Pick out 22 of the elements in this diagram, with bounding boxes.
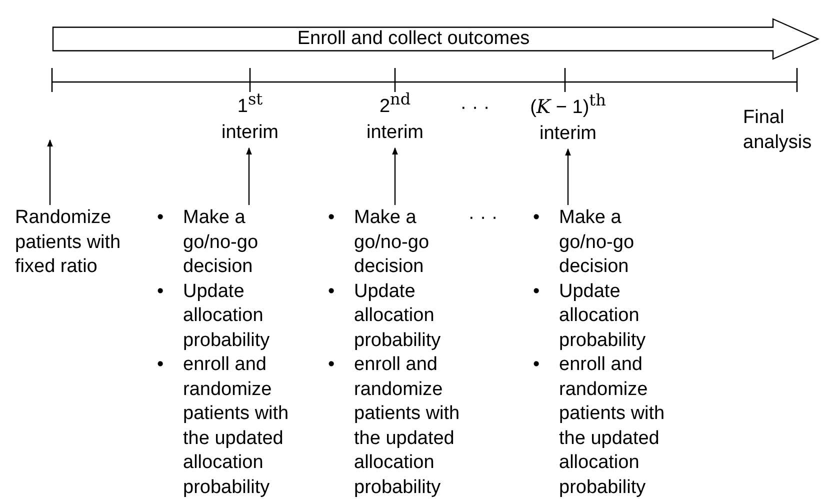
- milestone-label: (K − 1)$^{th}$ interim: [529, 94, 607, 146]
- bullet-item: • enroll and randomize patients with the updated allocation probability: [328, 353, 461, 499]
- bullet-item: • Update allocation probability: [157, 280, 271, 352]
- bullet-item: • Update allocation probability: [328, 280, 442, 352]
- process-arrow: [52, 18, 820, 60]
- arrow-label: Enroll and collect outcomes: [296, 28, 531, 50]
- bullet-item: • Make a go/no-go decision: [157, 206, 260, 279]
- milestone-label: Final analysis: [743, 106, 813, 154]
- arrow: [47, 139, 53, 205]
- bullet-item: • enroll and randomize patients with the updated allocation probability: [157, 353, 290, 499]
- arrow: [392, 147, 398, 205]
- bullet-item: • enroll and randomize patients with the updated allocation probability: [533, 353, 666, 499]
- bullet-item: • Update allocation probability: [533, 280, 647, 352]
- arrow: [565, 148, 571, 205]
- milestone-label: 1$^{st}$ interim: [220, 94, 280, 145]
- ellipsis: · · ·: [467, 206, 499, 230]
- bullet-item: • Make a go/no-go decision: [533, 206, 636, 279]
- milestone-label: 2$^{nd}$ interim: [365, 94, 424, 145]
- ellipsis: · · ·: [459, 96, 491, 120]
- step-text: Randomize patients with fixed ratio: [15, 206, 122, 279]
- bullet-item: • Make a go/no-go decision: [328, 206, 430, 279]
- arrow: [246, 147, 252, 205]
